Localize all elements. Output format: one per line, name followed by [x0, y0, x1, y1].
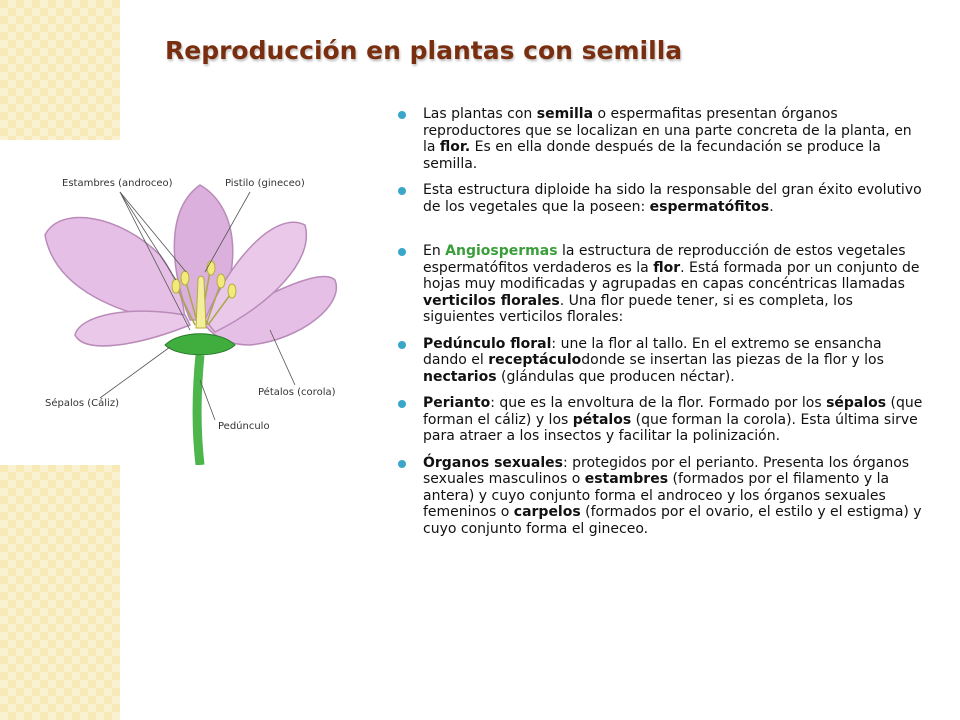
pistil: [195, 275, 207, 329]
label-petalos: Pétalos (corola): [258, 386, 336, 398]
content-list: Las plantas con semilla o espermafitas p…: [398, 106, 926, 547]
label-pedunculo: Pedúnculo: [218, 420, 270, 432]
bullet-icon: [398, 187, 406, 195]
paragraph-plantas-semilla: Las plantas con semilla o espermafitas p…: [398, 106, 926, 172]
flower-illustration: Estambres (androceo) Pistilo (gineceo) P…: [44, 178, 338, 465]
sepals: [164, 333, 236, 356]
paragraph-organos-sexuales: Órganos sexuales: protegidos por el peri…: [398, 455, 926, 538]
paragraph-perianto: Perianto: que es la envoltura de la flor…: [398, 395, 926, 445]
petal-left: [44, 216, 186, 326]
leader-lines: [99, 191, 296, 421]
bullet-icon: [398, 340, 406, 349]
bullet-icon: [398, 111, 406, 119]
paragraph-pedunculo-floral: Pedúnculo floral: une la flor al tallo. …: [398, 336, 926, 386]
flower-diagram: Estambres (androceo) Pistilo (gineceo) P…: [0, 140, 365, 465]
anthers: [171, 260, 237, 299]
label-estambres: Estambres (androceo): [62, 178, 173, 189]
label-sepalos: Sépalos (Cáliz): [45, 397, 119, 409]
page-title: Reproducción en plantas con semilla: [165, 36, 683, 65]
petal-front-right: [204, 221, 308, 333]
paragraph-estructura-diploide: Esta estructura diploide ha sido la resp…: [398, 182, 926, 215]
bullet-icon: [398, 400, 406, 408]
bullet-icon: [398, 248, 406, 256]
label-pistilo: Pistilo (gineceo): [225, 178, 305, 189]
petal-front-left: [74, 310, 192, 347]
flower-stem: [192, 354, 205, 465]
paragraph-angiospermas: En Angiospermas la estructura de reprodu…: [398, 243, 926, 326]
bullet-icon: [398, 459, 406, 468]
